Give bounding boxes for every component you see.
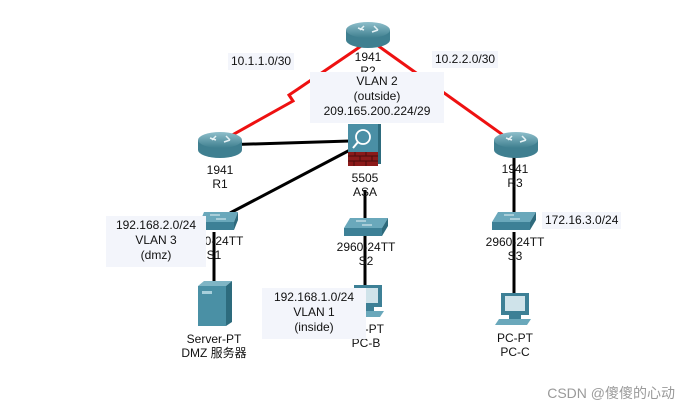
- server-icon[interactable]: [196, 280, 234, 328]
- vlan2-role: (outside): [353, 89, 401, 103]
- server-label: Server-PT DMZ 服务器: [181, 332, 246, 360]
- switch-icon-s1[interactable]: [198, 210, 240, 232]
- r1-r2-subnet-text: 10.1.1.0/30: [231, 54, 292, 68]
- note-vlan3: 192.168.2.0/24 VLAN 3 (dmz): [106, 216, 206, 267]
- asa-name: ASA: [352, 185, 378, 199]
- server-model: Server-PT: [186, 332, 242, 346]
- r2-r3-subnet-text: 10.2.2.0/30: [435, 52, 496, 66]
- watermark: CSDN @傻傻的心动: [547, 385, 675, 401]
- s1-name: S1: [206, 248, 222, 262]
- r1-label: 1941 R1: [207, 163, 234, 191]
- pcc-label: PC-PT PC-C: [497, 331, 533, 359]
- switch-icon-s3[interactable]: [490, 210, 538, 232]
- note-r1-r2-subnet: 10.1.1.0/30: [228, 53, 295, 70]
- note-s3-subnet: 172.16.3.0/24: [542, 212, 622, 229]
- r3-label: 1941 R3: [502, 162, 529, 190]
- vlan3-subnet: 192.168.2.0/24: [115, 218, 197, 232]
- r1-name: R1: [212, 177, 228, 191]
- asa-label: 5505 ASA: [352, 171, 379, 199]
- router-icon-r3[interactable]: [492, 130, 540, 160]
- pcb-name: PC-B: [351, 336, 381, 350]
- note-vlan1: 192.168.1.0/24 VLAN 1 (inside): [262, 288, 366, 339]
- pc-icon-pcc[interactable]: [495, 293, 535, 329]
- s2-model: 2960-24TT: [336, 240, 396, 254]
- r1-model: 1941: [206, 163, 234, 177]
- s3-model: 2960-24TT: [485, 235, 545, 249]
- r2-model: 1941: [354, 50, 382, 64]
- vlan1-subnet: 192.168.1.0/24: [273, 290, 355, 304]
- router-icon-r2[interactable]: [344, 20, 392, 50]
- firewall-icon-asa[interactable]: [348, 124, 382, 170]
- r3-name: R3: [507, 176, 523, 190]
- pcc-model: PC-PT: [497, 331, 533, 345]
- vlan3-role: (dmz): [140, 248, 172, 262]
- router-icon-r1[interactable]: [196, 130, 244, 160]
- vlan2-name: VLAN 2: [356, 74, 398, 88]
- switch-icon-s2[interactable]: [342, 216, 390, 238]
- note-vlan2: VLAN 2 (outside) 209.165.200.224/29: [310, 72, 444, 123]
- vlan2-subnet: 209.165.200.224/29: [323, 104, 431, 118]
- vlan3-name: VLAN 3: [135, 233, 177, 247]
- vlan1-role: (inside): [294, 320, 334, 334]
- r3-model: 1941: [501, 162, 529, 176]
- link-asa-s1[interactable]: [229, 148, 351, 215]
- pcc-name: PC-C: [500, 345, 530, 359]
- vlan1-name: VLAN 1: [293, 305, 335, 319]
- s2-label: 2960-24TT S2: [337, 240, 396, 268]
- s3-subnet-text: 172.16.3.0/24: [545, 213, 619, 227]
- s3-name: S3: [507, 249, 523, 263]
- server-name: DMZ 服务器: [181, 346, 247, 360]
- note-r2-r3-subnet: 10.2.2.0/30: [432, 51, 499, 68]
- s2-name: S2: [358, 254, 374, 268]
- asa-model: 5505: [351, 171, 379, 185]
- s3-label: 2960-24TT S3: [486, 235, 545, 263]
